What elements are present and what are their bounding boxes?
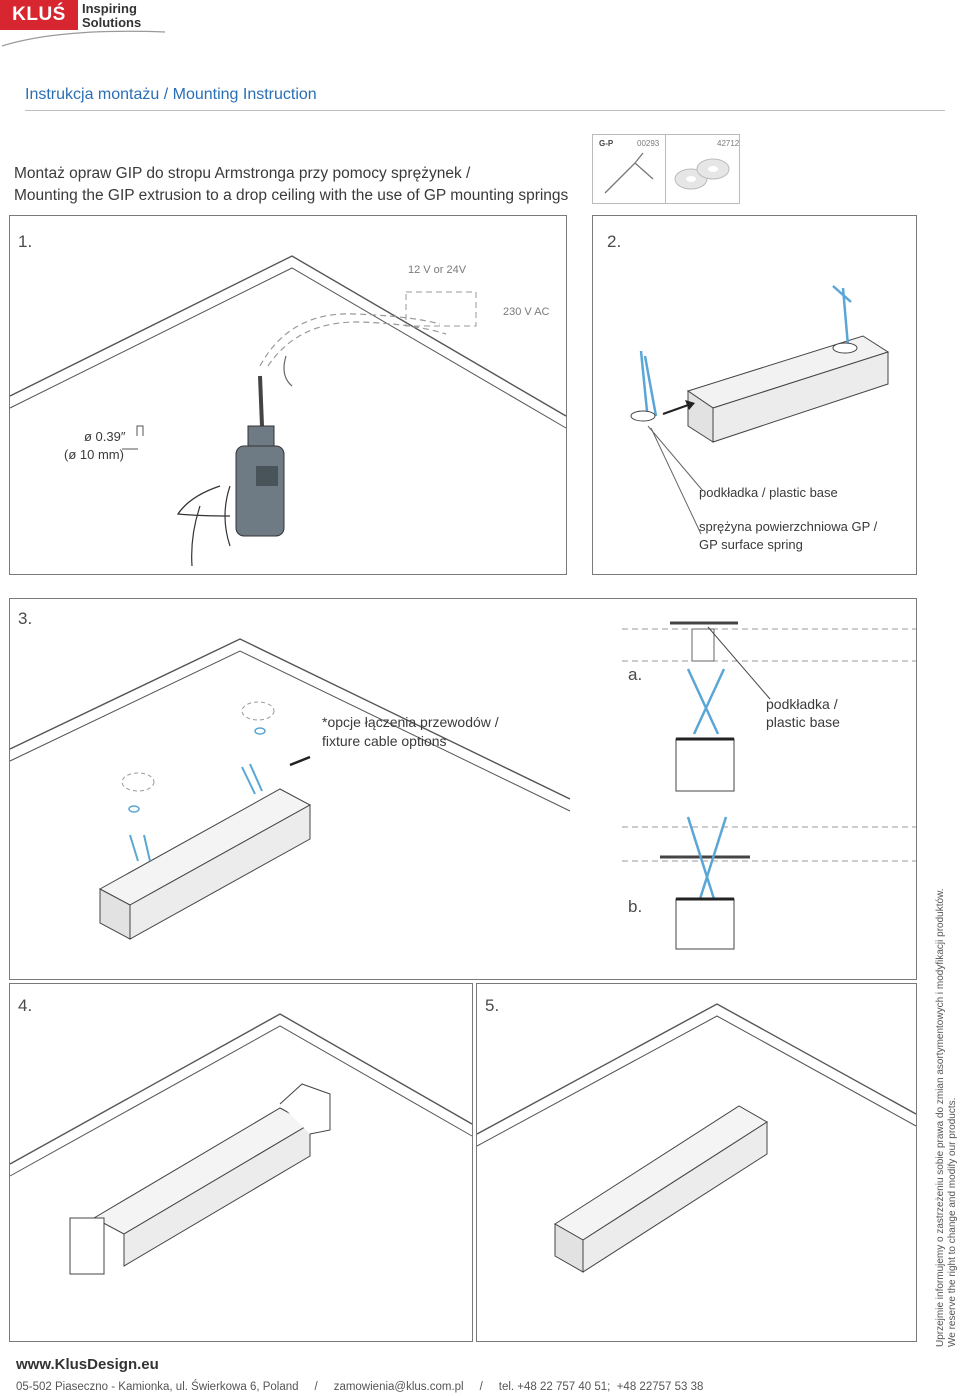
- page-title: Instrukcja montażu / Mounting Instructio…: [25, 86, 317, 103]
- washer-icon: [674, 158, 730, 190]
- step-2-number: 2.: [607, 232, 622, 251]
- plastic-base-label: podkładka / plastic base: [699, 485, 838, 500]
- step-1-number: 1.: [18, 232, 33, 251]
- step-2-panel: 2. podkładka / plastic base sprężyna pow…: [592, 215, 917, 575]
- disclaimer: Uprzejmie informujemy o zastrzeżeniu sob…: [935, 888, 959, 1347]
- tagline-line2: Solutions: [82, 15, 142, 30]
- instruction-heading-pl: Montaż opraw GIP do stropu Armstronga pr…: [14, 165, 471, 182]
- step-5-illustration: [476, 1003, 917, 1273]
- base-label-pl: podkładka /: [766, 696, 838, 712]
- disclaimer-en: We reserve the right to change and modif…: [947, 1097, 958, 1347]
- parts-divider: [665, 135, 666, 203]
- step-3-panel: 3. *opcje łączenia przewodów / fixture c…: [9, 598, 917, 980]
- step-3-ceiling-illustration: [9, 621, 916, 950]
- step-4-illustration: [9, 1013, 473, 1275]
- ceiling-illustration: [9, 255, 567, 450]
- voltage-low-label: 12 V or 24V: [408, 264, 467, 276]
- drill-size-mm: (ø 10 mm): [64, 447, 124, 462]
- instruction-heading: Montaż opraw GIP do stropu Armstronga pr…: [14, 163, 568, 207]
- step-5-panel: 5.: [476, 983, 917, 1342]
- logo-swoosh: [1, 30, 166, 47]
- washer-part-code: 42712: [717, 139, 740, 148]
- drill-icon: [176, 375, 285, 567]
- brand-tagline: Inspiring Solutions: [82, 2, 141, 30]
- spring-part-label: G-P: [599, 139, 614, 148]
- step-4-number: 4.: [18, 996, 33, 1015]
- footer-website-link[interactable]: www.KlusDesign.eu: [16, 1356, 159, 1373]
- header-divider: [25, 110, 945, 111]
- variant-b-label: b.: [628, 897, 643, 916]
- step-1-panel: 1. 12 V or 24V 230 V AC ø 0.39″ (ø 10 mm…: [9, 215, 567, 575]
- cable-options-label-en: fixture cable options: [322, 733, 447, 749]
- variant-a-label: a.: [628, 665, 643, 684]
- cable-options-label-pl: *opcje łączenia przewodów /: [322, 714, 499, 730]
- drill-size-inch: ø 0.39″: [84, 429, 126, 444]
- step-4-panel: 4.: [9, 983, 473, 1342]
- instruction-heading-en: Mounting the GIP extrusion to a drop cei…: [14, 187, 569, 204]
- surface-spring-label-en: GP surface spring: [699, 537, 803, 552]
- profile-spring-illustration: [630, 285, 890, 535]
- brand-logo: KLUŚ: [0, 0, 78, 30]
- base-label-en: plastic base: [766, 714, 840, 730]
- spring-part-code: 00293: [637, 139, 660, 148]
- surface-spring-label-pl: sprężyna powierzchniowa GP /: [699, 519, 878, 534]
- step-3-number: 3.: [18, 609, 33, 628]
- spring-icon: [604, 152, 654, 194]
- footer-contact: 05-502 Piaseczno - Kamionka, ul. Świerko…: [16, 1381, 704, 1393]
- parts-box: G-P 00293 42712: [592, 134, 740, 204]
- step-5-number: 5.: [485, 996, 500, 1015]
- tagline-line1: Inspiring: [82, 1, 137, 16]
- voltage-high-label: 230 V AC: [503, 306, 550, 318]
- disclaimer-pl: Uprzejmie informujemy o zastrzeżeniu sob…: [935, 888, 946, 1347]
